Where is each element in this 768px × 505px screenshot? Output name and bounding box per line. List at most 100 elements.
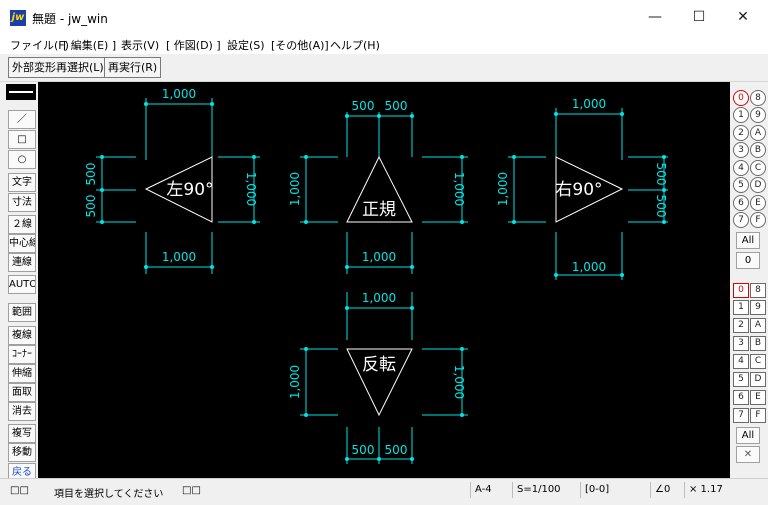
right-top-dim: 1,000 <box>572 97 606 111</box>
status-left-icon: □□ <box>10 485 29 496</box>
left-figure-label: 左90° <box>166 180 213 200</box>
paper-size[interactable]: A-4 <box>470 482 511 498</box>
menu-file[interactable]: ファイル(F) <box>10 39 69 52</box>
center-top-dim-b: 500 <box>385 99 408 113</box>
group-9-button[interactable]: 9 <box>750 300 766 315</box>
title-bar: jw 無題 - jw_win — ☐ ✕ <box>0 0 768 34</box>
layer-zero-button[interactable]: 0 <box>736 252 760 269</box>
group-E-button[interactable]: E <box>750 390 766 405</box>
status-mid-icon: □□ <box>182 485 201 496</box>
layer-7-button[interactable]: 7 <box>733 212 749 228</box>
bottom-figure-label: 反転 <box>362 355 396 375</box>
dimension-tool-button[interactable]: 寸法 <box>8 193 36 212</box>
center-triangle[interactable] <box>346 155 413 223</box>
layer-4-button[interactable]: 4 <box>733 160 749 176</box>
left-right-dim: 1,000 <box>244 172 258 206</box>
group-7-button[interactable]: 7 <box>733 408 749 423</box>
auto-mode-button[interactable]: AUTO <box>8 275 36 294</box>
menu-view[interactable]: 表示(V) <box>121 39 160 52</box>
group-D-button[interactable]: D <box>750 372 766 387</box>
layer-display[interactable]: [0-0] <box>580 482 645 498</box>
maximize-button[interactable]: ☐ <box>692 9 706 25</box>
center-right-dim: 1,000 <box>452 172 466 206</box>
range-tool-button[interactable]: 範囲 <box>8 303 36 322</box>
group-all-button[interactable]: All <box>736 427 760 444</box>
figure-labels: 左90° 正規 右90° 反転 <box>166 180 602 375</box>
group-6-button[interactable]: 6 <box>733 390 749 405</box>
group-5-button[interactable]: 5 <box>733 372 749 387</box>
group-1-button[interactable]: 1 <box>733 300 749 315</box>
right-bottom-dim: 1,000 <box>572 260 606 274</box>
angle-display[interactable]: ∠0 <box>650 482 683 498</box>
line-tool-button[interactable]: ／ <box>8 110 36 129</box>
dimension-lines <box>96 98 668 464</box>
layer-6-button[interactable]: 6 <box>733 195 749 211</box>
reselect-external-button[interactable]: 外部変形再選択(L) <box>8 57 108 78</box>
offset-line-tool-button[interactable]: 複線 <box>8 326 36 345</box>
center-bottom-dim: 1,000 <box>362 250 396 264</box>
line-type-swatch[interactable] <box>6 84 36 100</box>
layer-C-button[interactable]: C <box>750 160 766 176</box>
copy-tool-button[interactable]: 複写 <box>8 424 36 443</box>
group-B-button[interactable]: B <box>750 336 766 351</box>
right-side-dim-b: 500 <box>654 195 668 218</box>
right-triangle[interactable] <box>555 156 624 223</box>
menu-settings[interactable]: 設定(S) <box>227 39 265 52</box>
left-triangle[interactable] <box>144 156 213 223</box>
erase-tool-button[interactable]: 消去 <box>8 402 36 421</box>
group-F-button[interactable]: F <box>750 408 766 423</box>
layer-5-button[interactable]: 5 <box>733 177 749 193</box>
group-C-button[interactable]: C <box>750 354 766 369</box>
group-0-button[interactable]: 0 <box>733 283 749 298</box>
group-8-button[interactable]: 8 <box>750 283 766 298</box>
layer-F-button[interactable]: F <box>750 212 766 228</box>
close-button[interactable]: ✕ <box>737 9 749 25</box>
dimension-endpoints <box>100 102 666 461</box>
menu-bar: ファイル(F) [ 編集(E) ] 表示(V) [ 作図(D) ] 設定(S) … <box>0 34 768 54</box>
zoom-display[interactable]: × 1.17 <box>684 482 759 498</box>
status-message: 項目を選択してください <box>54 489 164 500</box>
layer-B-button[interactable]: B <box>750 142 766 158</box>
corner-tool-button[interactable]: ｺｰﾅｰ <box>8 345 36 364</box>
drawing-canvas[interactable]: 1,000 1,000 500 500 1,000 500 500 1,000 … <box>38 82 730 478</box>
scale-display[interactable]: S=1/100 <box>512 482 577 498</box>
move-tool-button[interactable]: 移動 <box>8 443 36 462</box>
center-figure-label: 正規 <box>362 200 396 220</box>
rectangle-tool-button[interactable]: □ <box>8 130 36 149</box>
layer-E-button[interactable]: E <box>750 195 766 211</box>
layer-9-button[interactable]: 9 <box>750 107 766 123</box>
layer-0-button[interactable]: 0 <box>733 90 749 106</box>
bottom-top-dim: 1,000 <box>362 291 396 305</box>
text-tool-button[interactable]: 文字 <box>8 173 36 192</box>
minimize-button[interactable]: — <box>648 9 662 25</box>
left-side-dim-a: 500 <box>84 163 98 186</box>
connect-line-tool-button[interactable]: 連線 <box>8 253 36 272</box>
center-left-dim: 1,000 <box>288 172 302 206</box>
layer-A-button[interactable]: A <box>750 125 766 141</box>
double-line-tool-button[interactable]: ２線 <box>8 215 36 234</box>
layer-3-button[interactable]: 3 <box>733 142 749 158</box>
bottom-right-dim: 1,000 <box>452 365 466 399</box>
menu-help[interactable]: ヘルプ(H) <box>330 39 380 52</box>
menu-other[interactable]: [その他(A)] <box>271 39 329 52</box>
layer-1-button[interactable]: 1 <box>733 107 749 123</box>
app-icon: jw <box>10 10 26 26</box>
layer-2-button[interactable]: 2 <box>733 125 749 141</box>
group-2-button[interactable]: 2 <box>733 318 749 333</box>
layer-all-button[interactable]: All <box>736 232 760 249</box>
circle-tool-button[interactable]: ○ <box>8 150 36 169</box>
group-A-button[interactable]: A <box>750 318 766 333</box>
centerline-tool-button[interactable]: 中心線 <box>8 234 36 253</box>
menu-edit[interactable]: [ 編集(E) ] <box>63 39 117 52</box>
chamfer-tool-button[interactable]: 面取 <box>8 383 36 402</box>
rerun-button[interactable]: 再実行(R) <box>104 57 162 78</box>
layer-8-button[interactable]: 8 <box>750 90 766 106</box>
left-tool-panel: ／ □ ○ 文字 寸法 ２線 中心線 連線 AUTO 範囲 複線 ｺｰﾅｰ 伸縮… <box>0 82 38 482</box>
stretch-tool-button[interactable]: 伸縮 <box>8 364 36 383</box>
layer-D-button[interactable]: D <box>750 177 766 193</box>
group-x-button[interactable]: ✕ <box>736 446 760 463</box>
group-4-button[interactable]: 4 <box>733 354 749 369</box>
bottom-triangle[interactable] <box>346 348 413 417</box>
group-3-button[interactable]: 3 <box>733 336 749 351</box>
menu-draw[interactable]: [ 作図(D) ] <box>166 39 221 52</box>
